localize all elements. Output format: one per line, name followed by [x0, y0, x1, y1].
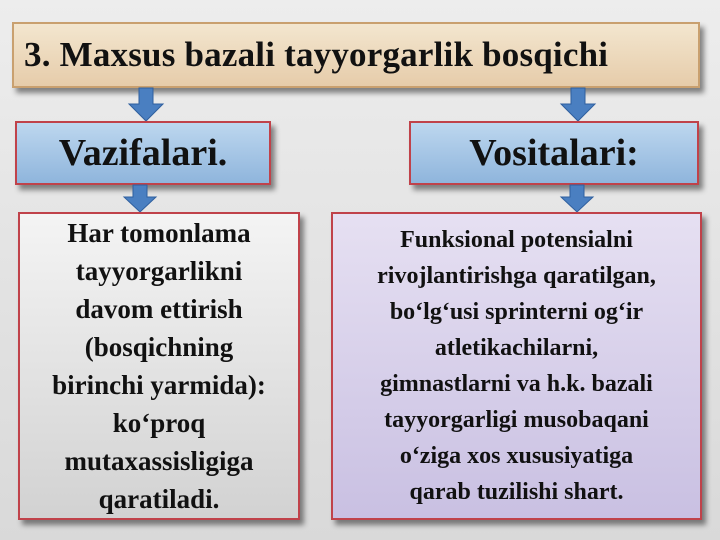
heading-vositalari: Vositalari: [409, 121, 699, 185]
arrow-down-icon [127, 87, 165, 122]
vazifalari-text-box: Har tomonlama tayyorgarlikni davom ettir… [18, 212, 300, 520]
vositalari-text: Funksional potensialni rivojlantirishga … [377, 227, 656, 505]
title-bar: 3. Maxsus bazali tayyorgarlik bosqichi [12, 22, 700, 88]
diagram-title: 3. Maxsus bazali tayyorgarlik bosqichi [24, 35, 609, 74]
vositalari-text-box: Funksional potensialni rivojlantirishga … [331, 212, 702, 520]
heading-label: Vositalari: [469, 132, 639, 174]
arrow-down-icon [122, 184, 158, 213]
heading-vazifalari: Vazifalari. [15, 121, 271, 185]
arrow-down-icon [559, 87, 597, 122]
vazifalari-text: Har tomonlama tayyorgarlikni davom ettir… [52, 218, 266, 514]
heading-label: Vazifalari. [58, 132, 228, 174]
arrow-down-icon [559, 184, 595, 213]
